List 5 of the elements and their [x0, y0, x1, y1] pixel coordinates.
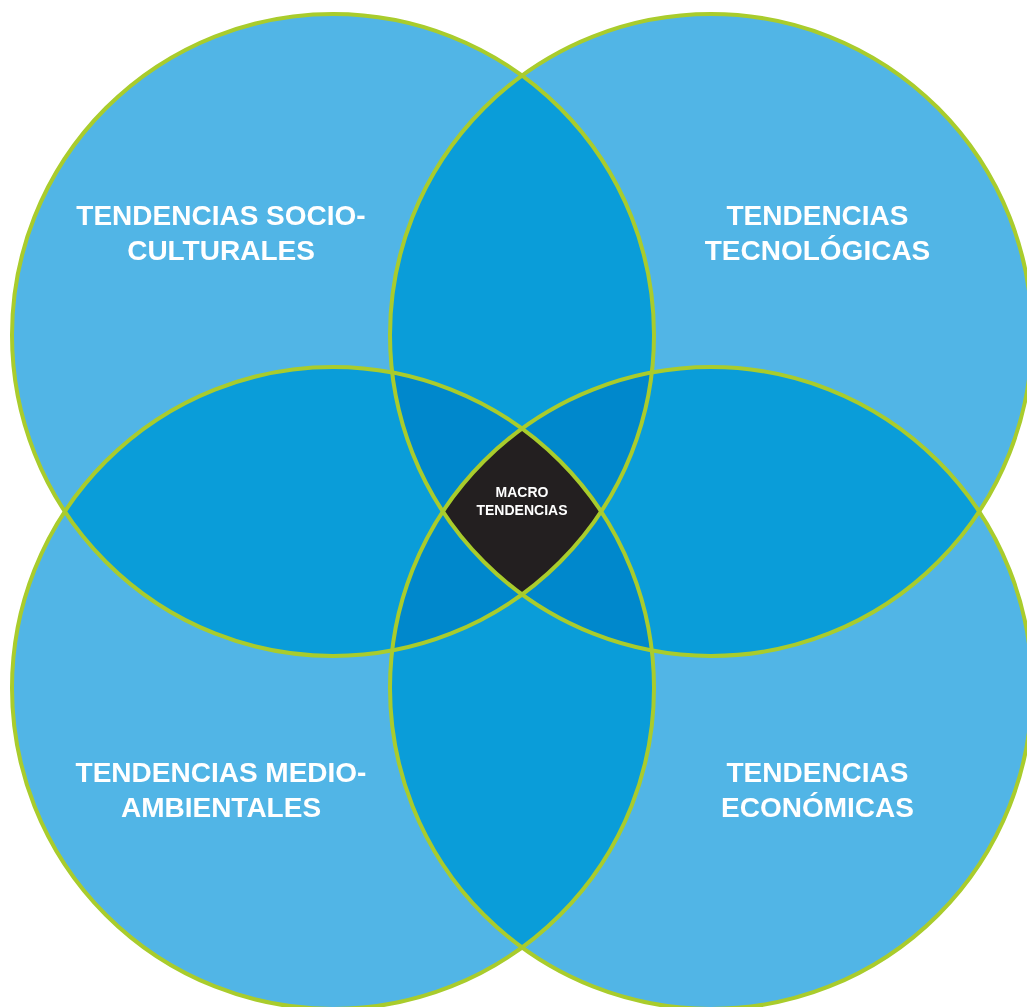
circle-label: TENDENCIAS ECONÓMICAS: [720, 756, 915, 825]
center-label: MACRO TENDENCIAS: [475, 484, 569, 519]
circle-label: TENDENCIAS TECNOLÓGICAS: [703, 199, 932, 268]
circle-label: TENDENCIAS SOCIO-CULTURALES: [75, 199, 367, 268]
circle-label: TENDENCIAS MEDIO-AMBIENTALES: [74, 756, 368, 825]
